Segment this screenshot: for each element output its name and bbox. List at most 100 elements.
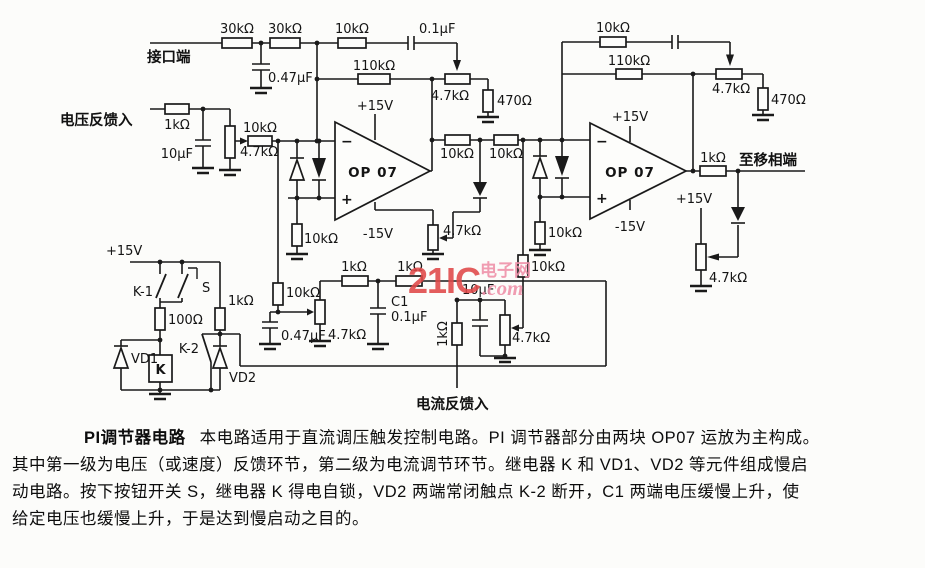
opamp2-minus: − [596,134,608,150]
label-c10u-cfb: 10μF [462,283,494,298]
label-pot-fb2: 4.7kΩ [712,82,750,97]
label-r10k-inter1: 10kΩ [440,147,474,162]
cap-0u1-top [407,36,415,50]
label-op2-vminus: -15V [615,220,645,235]
label-r1k-relay: 1kΩ [228,294,254,309]
label-r1k-c1b: 1kΩ [397,260,423,275]
label-r100-relay: 100Ω [168,313,203,328]
label-r10k-gnd1: 10kΩ [304,232,338,247]
resistor-1k-out [699,165,727,177]
resistor-10k-int [272,282,284,306]
resistor-110k-1 [357,73,391,85]
resistor-1k-c1a [341,275,369,287]
component-labels: 接口端 30kΩ 30kΩ 10kΩ 0.1μF 0.47μF 110kΩ 4.… [60,21,806,413]
ground-symbols [149,86,774,401]
label-r1k-vfb: 1kΩ [164,118,190,133]
label-c0u1-top: 0.1μF [419,22,455,37]
label-vd2: VD2 [229,371,256,386]
resistor-10k-inter2 [493,134,519,146]
resistor-470-1 [482,89,494,113]
resistor-1k-relay [214,307,226,331]
label-phase-terminal: 至移相端 [739,151,797,169]
relay-coil: K [148,354,173,383]
label-r10k-int: 10kΩ [286,286,320,301]
caption-text-1: 本电路适用于直流调压触发控制电路。PI 调节器部分由两块 OP07 运放为主构成… [199,429,820,447]
diode-down-op2 [555,156,569,179]
label-r110k-2: 110kΩ [608,54,650,69]
label-op2-vplus: +15V [612,110,648,125]
diode-clamp1 [473,182,487,199]
pot-arrows [240,54,734,332]
resistor-1k-cfb [451,322,463,346]
caption-line-4: 给定电压也缓慢上升，于是达到慢启动之目的。 [12,510,369,528]
relay-coil-label: K [155,363,166,378]
diode-clamp2 [731,207,745,224]
diode-up-op1 [288,157,306,181]
label-pot-fb1: 4.7kΩ [431,89,469,104]
resistor-470-2 [757,87,769,111]
opamp2-plus: + [596,191,608,207]
diode-vd2 [211,345,229,369]
cap-0u47-int [262,321,278,329]
label-r10k-fb2: 10kΩ [596,21,630,36]
cap-10u-vfb [195,139,211,147]
resistor-30k-2 [269,37,301,49]
resistor-100-relay [154,307,166,331]
cap-10u-cfb [472,319,488,327]
diodes [112,155,745,369]
resistor-30k-1 [221,37,253,49]
label-pot-int: 4.7kΩ [328,328,366,343]
label-r1k-c1a: 1kΩ [341,260,367,275]
label-op1-vminus: -15V [363,227,393,242]
label-c10u-vfb: 10μF [161,147,193,162]
resistor-1k-vfb [164,103,190,115]
capacitors [195,35,679,329]
diode-down-op1 [312,158,326,181]
label-r470-2: 470Ω [771,93,806,108]
resistors [154,36,769,346]
label-s-switch: S [202,281,210,296]
label-clamp2-vplus: +15V [676,192,712,207]
diode-vd1 [112,345,130,369]
opamp2-label: OP 07 [605,165,655,181]
pot-4k7-cfb [499,314,511,346]
label-current-feedback: 电流反馈入 [416,395,489,413]
label-op1-vplus: +15V [357,99,393,114]
resistor-10k-top [337,37,367,49]
caption-line-1: PI调节器电路本电路适用于直流调压触发控制电路。PI 调节器部分由两块 OP07… [12,425,913,452]
label-vd1: VD1 [131,352,158,367]
label-port-terminal: 接口端 [147,48,191,66]
label-r110k-1: 110kΩ [353,59,395,74]
diode-up-op2 [531,155,549,179]
label-r10k-top: 10kΩ [335,22,369,37]
figure-caption: PI调节器电路本电路适用于直流调压触发控制电路。PI 调节器部分由两块 OP07… [12,425,913,533]
opamp1-minus: − [341,134,353,150]
label-r10k-inter2: 10kΩ [489,147,523,162]
label-r10k-vfb: 10kΩ [243,121,277,136]
label-r470-1: 470Ω [497,94,532,109]
pot-4k7-clamp1 [427,224,439,251]
label-c1-value: 0.1μF [391,310,427,325]
pot-4k7-fb1 [444,73,471,85]
pot-4k7-fb2 [715,68,743,80]
opamp1-label: OP 07 [348,165,398,181]
caption-line-2: 其中第一级为电压（或速度）反馈环节，第二级为电流调节环节。继电器 K 和 VD1… [12,456,809,474]
label-r1k-cfb: 1kΩ [436,321,451,347]
resistor-110k-2 [615,68,643,80]
opamp-1: − + OP 07 [334,120,432,222]
resistor-1k-c1b [395,275,423,287]
circuit-diagram: − + OP 07 − + OP 07 K 接口端 30kΩ 30kΩ 10 [60,21,806,413]
label-pot-clamp2: 4.7kΩ [709,271,747,286]
resistor-10k-cfb [517,254,529,278]
pot-4k7-vfb [224,125,236,159]
resistor-10k-gnd1 [291,223,303,247]
caption-line-3: 动电路。按下按钮开关 S，继电器 K 得电自锁，VD2 两端常闭触点 K-2 断… [12,483,800,501]
pot-4k7-int [314,299,326,325]
label-k2-contact: K-2 [179,342,199,357]
label-pot-clamp1: 4.7kΩ [443,224,481,239]
opamp-2: − + OP 07 [589,121,688,221]
label-r10k-cfb: 10kΩ [531,260,565,275]
resistor-10k-fb2 [599,36,627,48]
label-c0u47-top: 0.47μF [268,71,313,86]
